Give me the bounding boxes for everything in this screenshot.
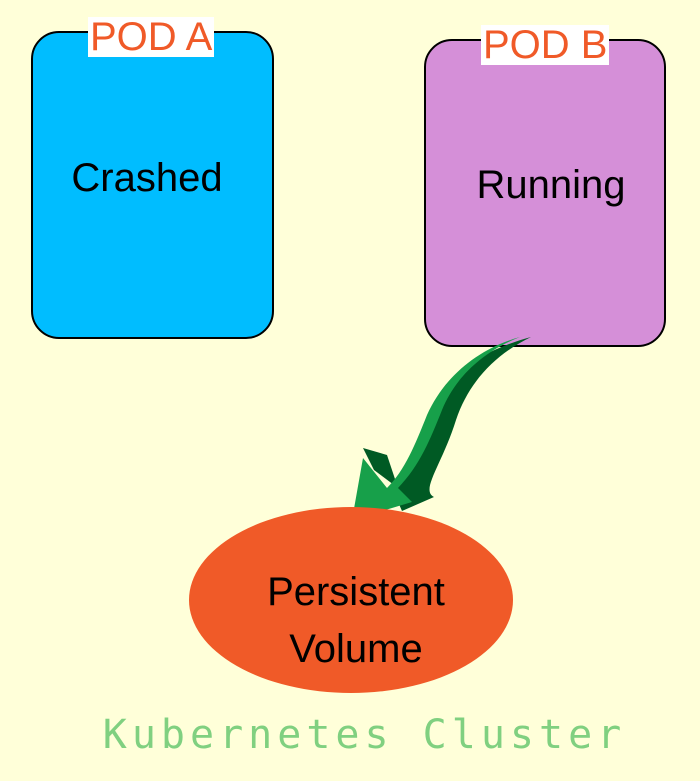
volume-label-line-2: Volume (289, 627, 423, 671)
pod-b-box (424, 39, 666, 347)
pod-a-box (31, 31, 274, 339)
arrow-body (352, 337, 520, 520)
pod-a-status: Crashed (71, 156, 223, 200)
pod-b-title: POD B (481, 23, 610, 67)
arrow-shadow (391, 337, 531, 511)
pod-a-title: POD A (88, 15, 215, 59)
cluster-caption: Kubernetes Cluster (102, 712, 627, 758)
arrow-head-shadow (363, 448, 398, 488)
persistent-volume (189, 507, 513, 693)
volume-label-line-1: Persistent (267, 570, 445, 614)
pod-b-status: Running (476, 163, 626, 207)
